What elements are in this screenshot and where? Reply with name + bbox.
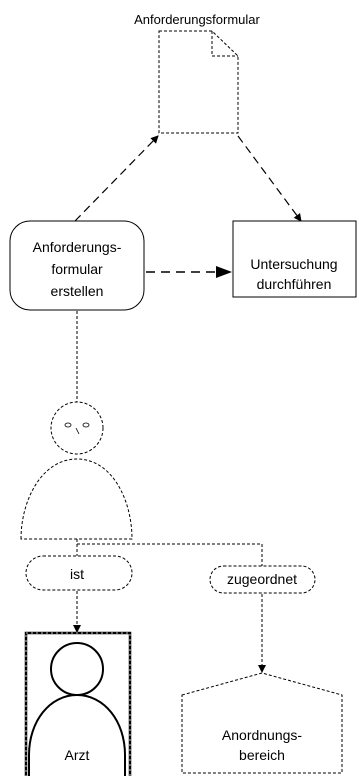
org-unit-shape bbox=[181, 672, 343, 774]
relation-ist bbox=[25, 555, 133, 591]
relation-ist-label: ist bbox=[70, 566, 84, 582]
document-icon bbox=[158, 30, 239, 134]
task-label-line1: Untersuchung bbox=[250, 256, 337, 272]
activity-label-line2: formular bbox=[51, 261, 103, 277]
edge-document-to-task bbox=[237, 135, 302, 222]
role-body-icon bbox=[28, 693, 126, 776]
activity-box bbox=[9, 220, 145, 311]
person-icon bbox=[20, 401, 133, 540]
task-label-line2: durchführen bbox=[257, 276, 332, 292]
activity-label-line1: Anforderungs- bbox=[33, 239, 122, 255]
edge-person-to-zugeordnet bbox=[77, 543, 263, 566]
activity-label-line3: erstellen bbox=[51, 283, 104, 299]
relation-zugeordnet-label: zugeordnet bbox=[227, 571, 297, 587]
role-head-icon bbox=[50, 642, 104, 696]
role-label: Arzt bbox=[65, 747, 90, 763]
role-card: Arzt bbox=[24, 631, 132, 776]
edge-activity-to-document bbox=[74, 135, 159, 222]
relation-zugeordnet bbox=[209, 565, 316, 594]
document-label: Anforderungsformular bbox=[134, 12, 260, 27]
task-box bbox=[232, 220, 357, 298]
org-unit-label-line2: bereich bbox=[239, 747, 285, 763]
org-unit-label-line1: Anordnungs- bbox=[222, 727, 303, 743]
